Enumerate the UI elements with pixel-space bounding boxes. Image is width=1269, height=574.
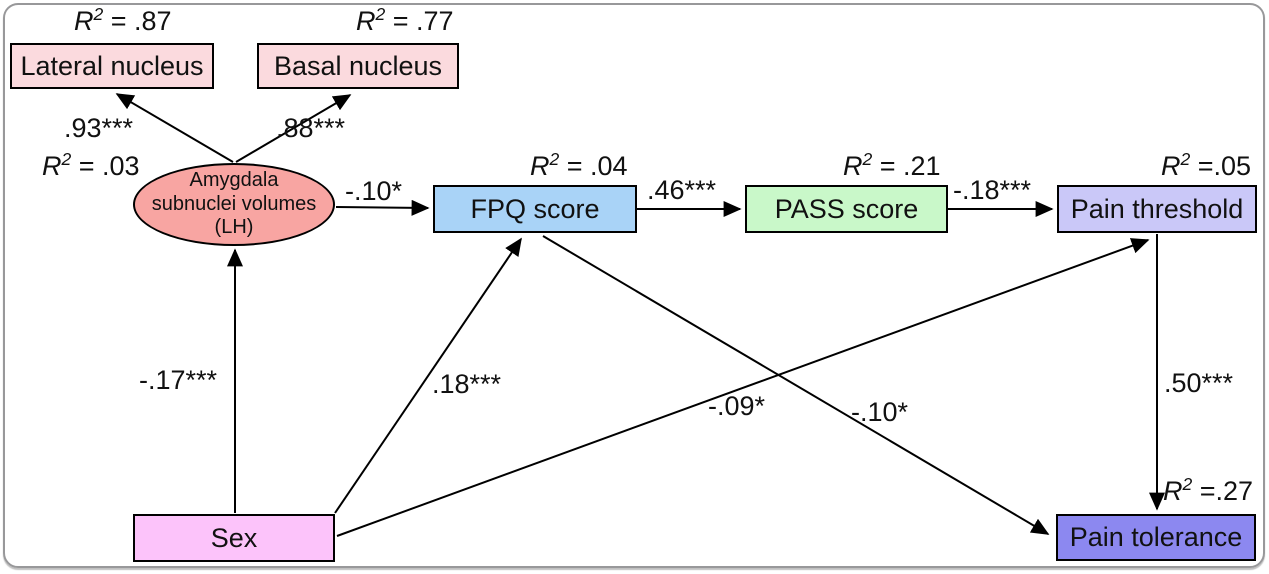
node-amygdala-label-line3: (LH) xyxy=(214,216,254,239)
r-exponent: 2 xyxy=(375,4,386,24)
edge-sex-to-threshold-line xyxy=(336,238,1150,537)
r2-pain-tolerance-value: =.27 xyxy=(1192,476,1254,506)
coef-sex-to-amygdala: -.17*** xyxy=(139,365,218,395)
r-exponent: 2 xyxy=(1180,149,1191,169)
r2-lateral-value: = .87 xyxy=(103,6,172,36)
edge-amygdala-to-lateral-line xyxy=(115,93,234,163)
node-fpq-score-label: FPQ score xyxy=(470,193,600,224)
node-pain-threshold-label: Pain threshold xyxy=(1070,193,1244,224)
node-basal-nucleus: Basal nucleus xyxy=(257,43,459,89)
r2-pain-tolerance: R2 =.27 xyxy=(1163,474,1254,507)
coef-sex-to-threshold: -.09* xyxy=(708,391,766,421)
coef-fpq-to-tolerance: -.10* xyxy=(851,397,909,427)
r2-lateral-nucleus: R2 = .87 xyxy=(74,4,172,37)
node-pain-tolerance-label: Pain tolerance xyxy=(1069,522,1243,552)
r-symbol: R xyxy=(843,151,863,181)
node-pass-score: PASS score xyxy=(745,185,948,233)
r-symbol: R xyxy=(42,151,62,181)
node-pass-score-label: PASS score xyxy=(774,193,919,224)
node-lateral-nucleus-label: Lateral nucleus xyxy=(20,50,204,81)
coef-sex-to-fpq: .18*** xyxy=(432,369,502,399)
r-exponent: 2 xyxy=(1182,474,1193,494)
node-basal-nucleus-label: Basal nucleus xyxy=(273,50,443,81)
coef-amygdala-to-fpq: -.10* xyxy=(345,176,403,206)
r-symbol: R xyxy=(74,6,94,36)
r-symbol: R xyxy=(530,151,550,181)
node-amygdala-label-line1: Amygdala xyxy=(189,169,279,192)
r2-pass-value: = .21 xyxy=(872,151,941,181)
r2-pain-threshold-value: =.05 xyxy=(1190,151,1252,181)
node-amygdala-subnuclei: Amygdala subnuclei volumes (LH) xyxy=(133,163,335,246)
r2-basal-nucleus: R2 = .77 xyxy=(356,4,454,37)
r-symbol: R xyxy=(1161,151,1181,181)
coef-fpq-to-pass: .46*** xyxy=(647,175,717,205)
edge-amygdala-to-fpq-line xyxy=(335,199,430,216)
r2-amygdala-value: = .03 xyxy=(71,151,140,181)
node-fpq-score: FPQ score xyxy=(433,185,637,233)
r-exponent: 2 xyxy=(862,149,873,169)
node-lateral-nucleus: Lateral nucleus xyxy=(10,43,214,89)
edge-fpq-to-tolerance-line xyxy=(542,235,1050,535)
r2-amygdala: R2 = .03 xyxy=(42,149,140,182)
r2-pain-threshold: R2 =.05 xyxy=(1161,149,1252,182)
r2-basal-value: = .77 xyxy=(385,6,454,36)
r-symbol: R xyxy=(356,6,376,36)
node-pain-threshold: Pain threshold xyxy=(1057,185,1257,233)
r-exponent: 2 xyxy=(93,4,104,24)
r2-pass: R2 = .21 xyxy=(843,149,941,182)
coef-amygdala-to-lateral: .93*** xyxy=(64,113,134,143)
edge-amygdala-to-basal-line xyxy=(235,94,352,163)
r-exponent: 2 xyxy=(61,149,72,169)
r-symbol: R xyxy=(1163,476,1183,506)
coef-pass-to-threshold: -.18*** xyxy=(953,175,1032,205)
edge-sex-to-fpq-line xyxy=(334,237,522,514)
r2-fpq-value: = .04 xyxy=(559,151,628,181)
coef-threshold-to-tolerance: .50*** xyxy=(1164,368,1234,398)
node-amygdala-label-line2: subnuclei volumes xyxy=(151,192,317,215)
r2-fpq: R2 = .04 xyxy=(530,149,628,182)
r-exponent: 2 xyxy=(549,149,560,169)
node-pain-tolerance: Pain tolerance xyxy=(1056,514,1256,561)
coef-amygdala-to-basal: .88*** xyxy=(276,113,346,143)
node-sex-label: Sex xyxy=(210,522,258,553)
node-sex: Sex xyxy=(133,514,335,562)
